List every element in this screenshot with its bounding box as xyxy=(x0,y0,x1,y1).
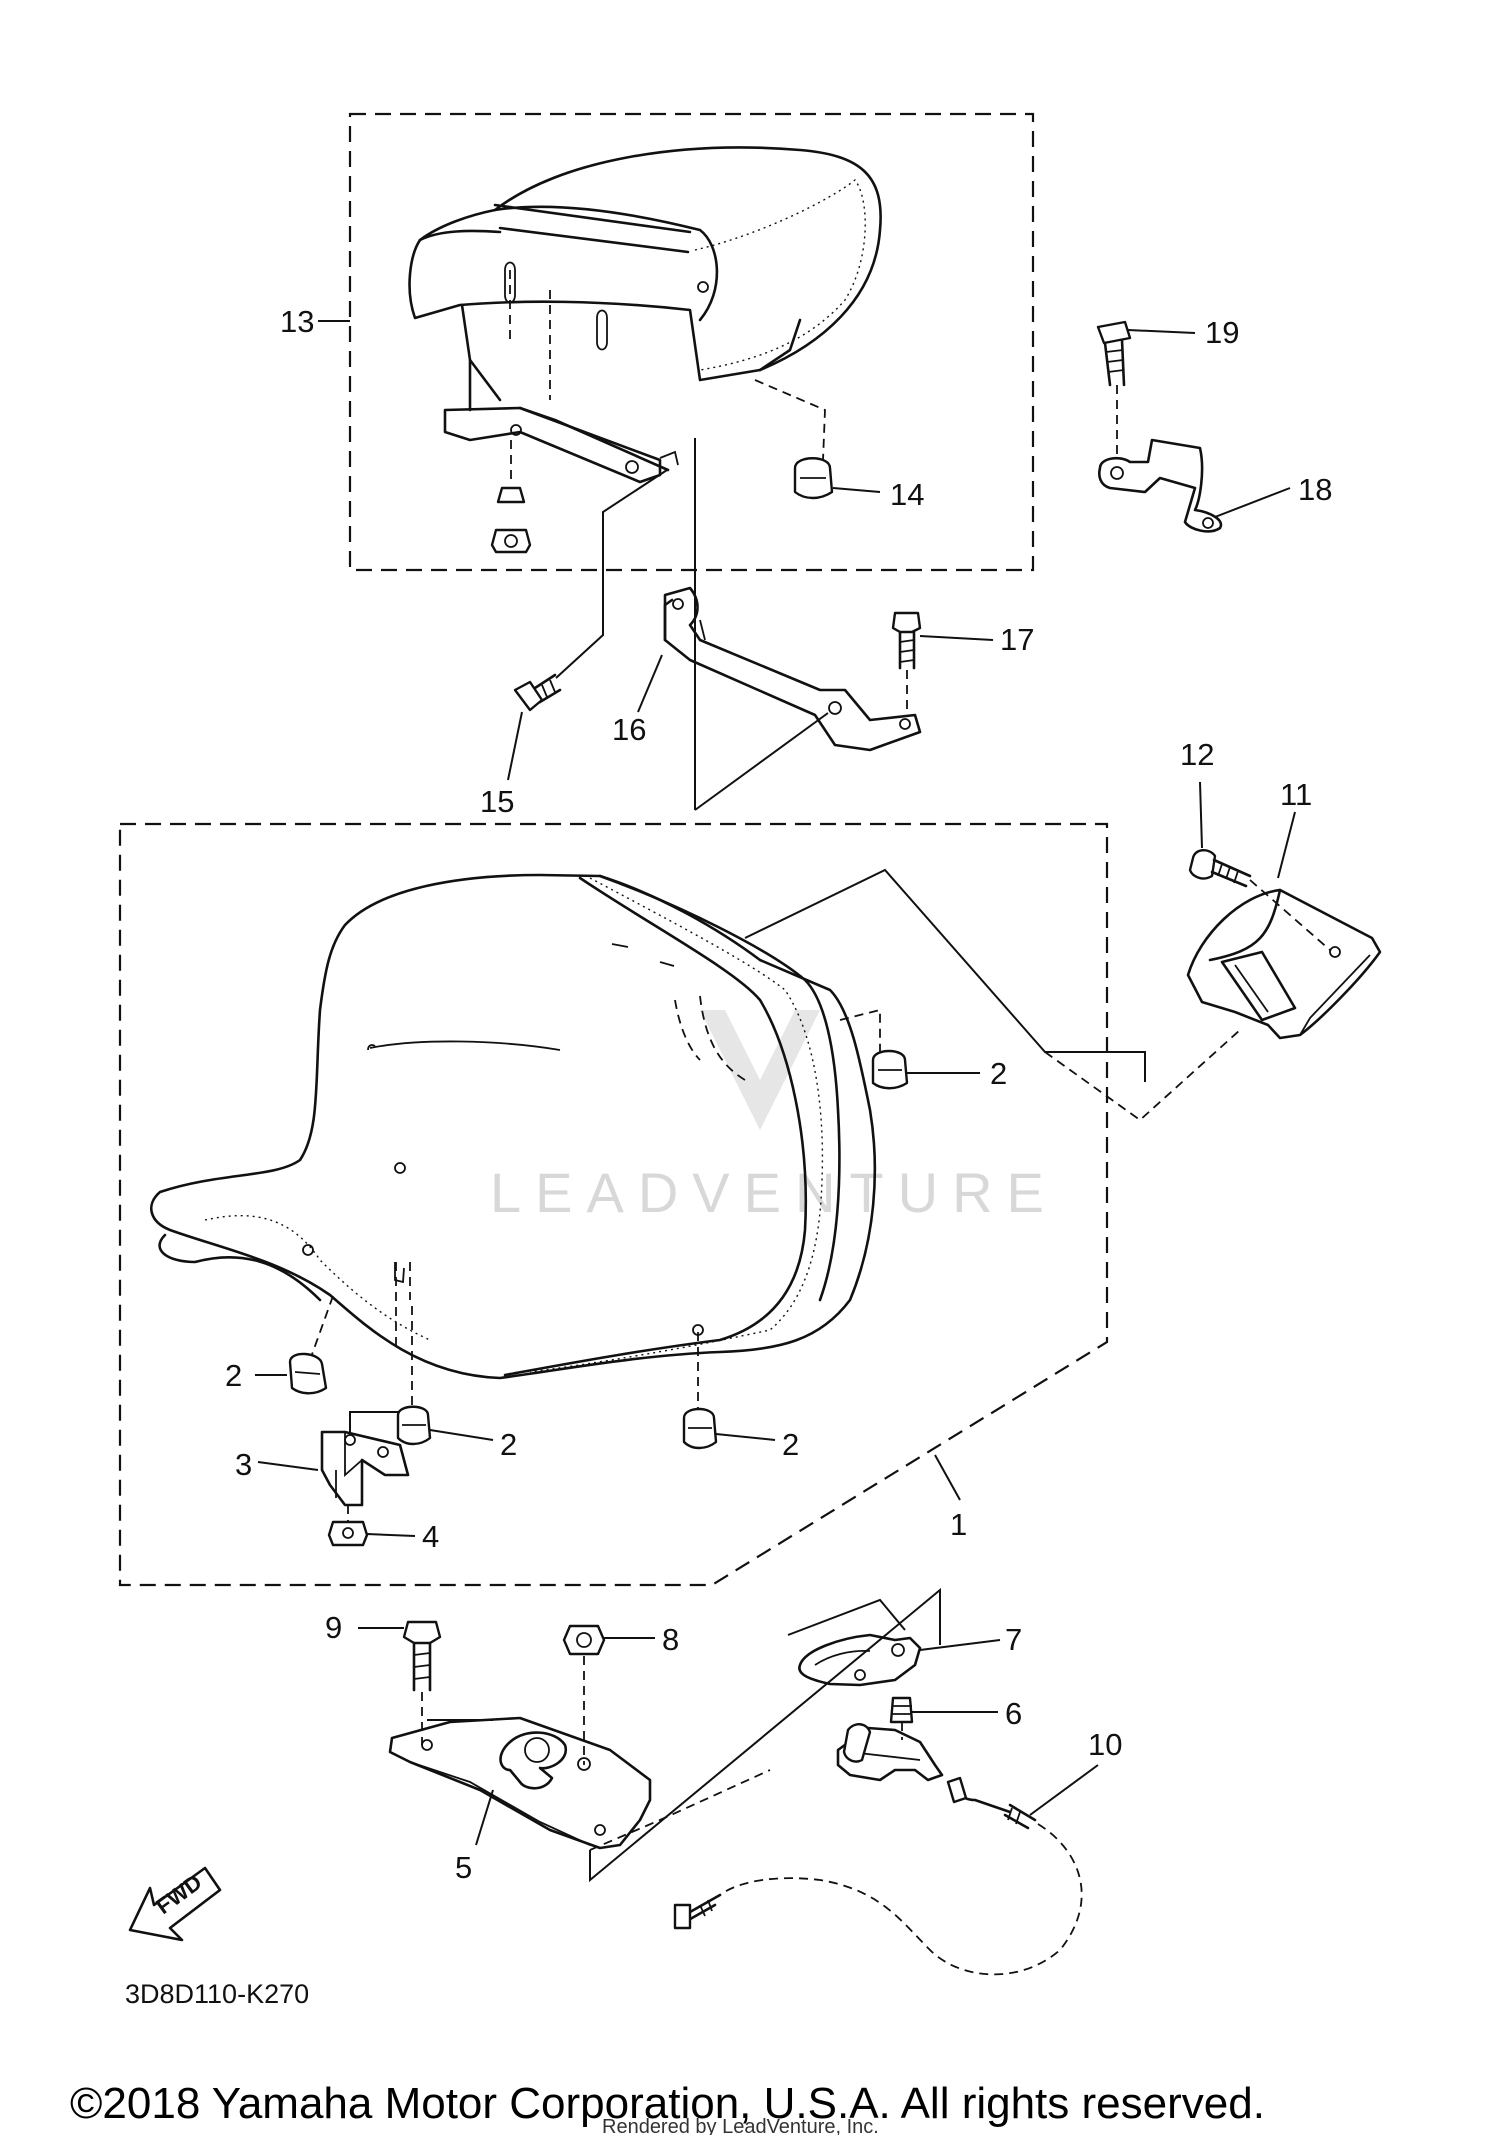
nut-8[interactable] xyxy=(562,1624,606,1765)
callout-6: 6 xyxy=(1005,1696,1022,1731)
callout-13: 13 xyxy=(280,304,314,339)
callout-2b: 2 xyxy=(225,1358,242,1393)
callout-7: 7 xyxy=(1005,1622,1022,1657)
leader-14 xyxy=(832,487,881,493)
seat-lock-cable-10[interactable] xyxy=(673,1776,1083,1976)
callout-15: 15 xyxy=(480,784,514,819)
damper-2-rear[interactable] xyxy=(682,1407,718,1450)
callout-9: 9 xyxy=(325,1610,342,1645)
callout-2d: 2 xyxy=(782,1427,799,1462)
callout-18: 18 xyxy=(1298,472,1332,507)
bracket-3[interactable] xyxy=(320,1411,410,1507)
fwd-label: FWD xyxy=(151,1869,206,1919)
main-seat-1[interactable] xyxy=(150,873,881,1415)
damper-2-right[interactable] xyxy=(871,1049,909,1090)
lower-group-outline xyxy=(589,1587,941,1883)
lower-dash-line xyxy=(589,1769,771,1851)
callout-3: 3 xyxy=(235,1447,252,1482)
leader-12 xyxy=(1199,781,1203,849)
leader-17 xyxy=(919,635,994,641)
bolt-15[interactable] xyxy=(513,673,562,712)
bracket-11[interactable] xyxy=(1186,888,1382,1040)
leader-2d xyxy=(715,1433,776,1441)
nut-rear-seat-a xyxy=(490,440,532,554)
leader-19 xyxy=(1127,329,1196,334)
leader-16 xyxy=(637,654,663,713)
callout-11: 11 xyxy=(1280,777,1312,812)
seat-latch-6[interactable] xyxy=(836,1696,944,1782)
leader-18 xyxy=(1214,487,1291,518)
callout-14: 14 xyxy=(890,477,924,512)
nut-4[interactable] xyxy=(327,1505,369,1547)
lower-guide-7 xyxy=(787,1598,906,1636)
main-seat-group-box xyxy=(118,822,1109,1587)
bolt-12[interactable] xyxy=(1188,849,1331,951)
rendered-by-text: Rendered by LeadVenture, Inc. xyxy=(602,2116,879,2135)
leader-1 xyxy=(934,1454,961,1501)
guide-line-rear-15 xyxy=(555,469,668,679)
rear-seat-13[interactable] xyxy=(408,146,882,484)
callout-2a: 2 xyxy=(990,1056,1007,1091)
lock-hook-7[interactable] xyxy=(798,1633,922,1687)
damper-2-center[interactable] xyxy=(396,1405,432,1446)
bolt-9[interactable] xyxy=(402,1620,442,1745)
rear-seat-group-box xyxy=(348,112,1035,572)
bracket-16[interactable] xyxy=(663,586,922,752)
leader-3 xyxy=(257,1461,319,1471)
callout-19: 19 xyxy=(1205,315,1239,350)
guide-line-rear-main xyxy=(694,438,829,811)
leader-10 xyxy=(1029,1764,1099,1816)
callout-17: 17 xyxy=(1000,622,1034,657)
plate-5[interactable] xyxy=(388,1716,652,1850)
damper-2-left[interactable] xyxy=(288,1352,328,1395)
guide-dash-11 xyxy=(1044,1029,1241,1122)
damper-14[interactable] xyxy=(754,379,834,500)
diagram-code: 3D8D110-K270 xyxy=(125,1979,309,2009)
leader-11 xyxy=(1277,811,1296,879)
callout-5: 5 xyxy=(455,1850,472,1885)
callout-10: 10 xyxy=(1088,1727,1122,1762)
callout-16: 16 xyxy=(612,712,646,747)
callout-8: 8 xyxy=(662,1622,679,1657)
callout-12: 12 xyxy=(1180,737,1214,772)
watermark-logo: LEADVENTURE xyxy=(490,1010,1058,1224)
bracket-18[interactable] xyxy=(1098,385,1223,533)
callout-2c: 2 xyxy=(500,1427,517,1462)
watermark-logo-icon xyxy=(700,1010,820,1130)
leader-4 xyxy=(366,1533,416,1537)
bolt-17[interactable] xyxy=(891,611,922,712)
bolt-19[interactable] xyxy=(1096,320,1132,387)
leader-7 xyxy=(919,1639,1001,1651)
callout-4: 4 xyxy=(422,1519,439,1554)
guide-line-seat-11 xyxy=(744,868,1146,1082)
fwd-arrow-icon: FWD xyxy=(128,1866,222,1942)
watermark-text: LEADVENTURE xyxy=(490,1161,1058,1224)
callout-1: 1 xyxy=(950,1507,967,1542)
leader-5 xyxy=(475,1789,494,1846)
leader-15 xyxy=(507,711,523,781)
copyright-text: ©2018 Yamaha Motor Corporation, U.S.A. A… xyxy=(70,2079,1265,2128)
leader-2c xyxy=(429,1429,494,1441)
